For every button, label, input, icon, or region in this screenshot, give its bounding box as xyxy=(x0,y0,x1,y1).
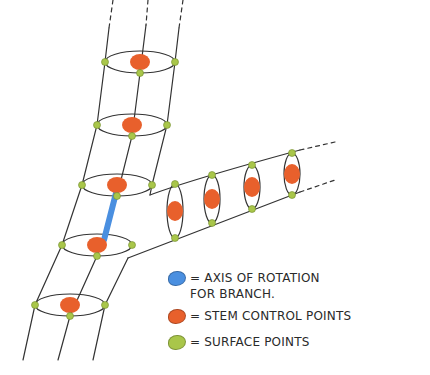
legend-swatch xyxy=(168,335,186,350)
legend-row: = SURFACE POINTS xyxy=(168,334,408,350)
legend-text: = STEM CONTROL POINTS xyxy=(190,308,408,324)
legend-text: = AXIS OF ROTATION FOR BRANCH. xyxy=(190,270,338,302)
legend-row: = AXIS OF ROTATION FOR BRANCH. xyxy=(168,270,338,302)
legend-row: = STEM CONTROL POINTS xyxy=(168,308,408,324)
legend-swatch xyxy=(168,271,186,286)
legend-text: = SURFACE POINTS xyxy=(190,334,408,350)
legend-swatch xyxy=(168,309,186,324)
